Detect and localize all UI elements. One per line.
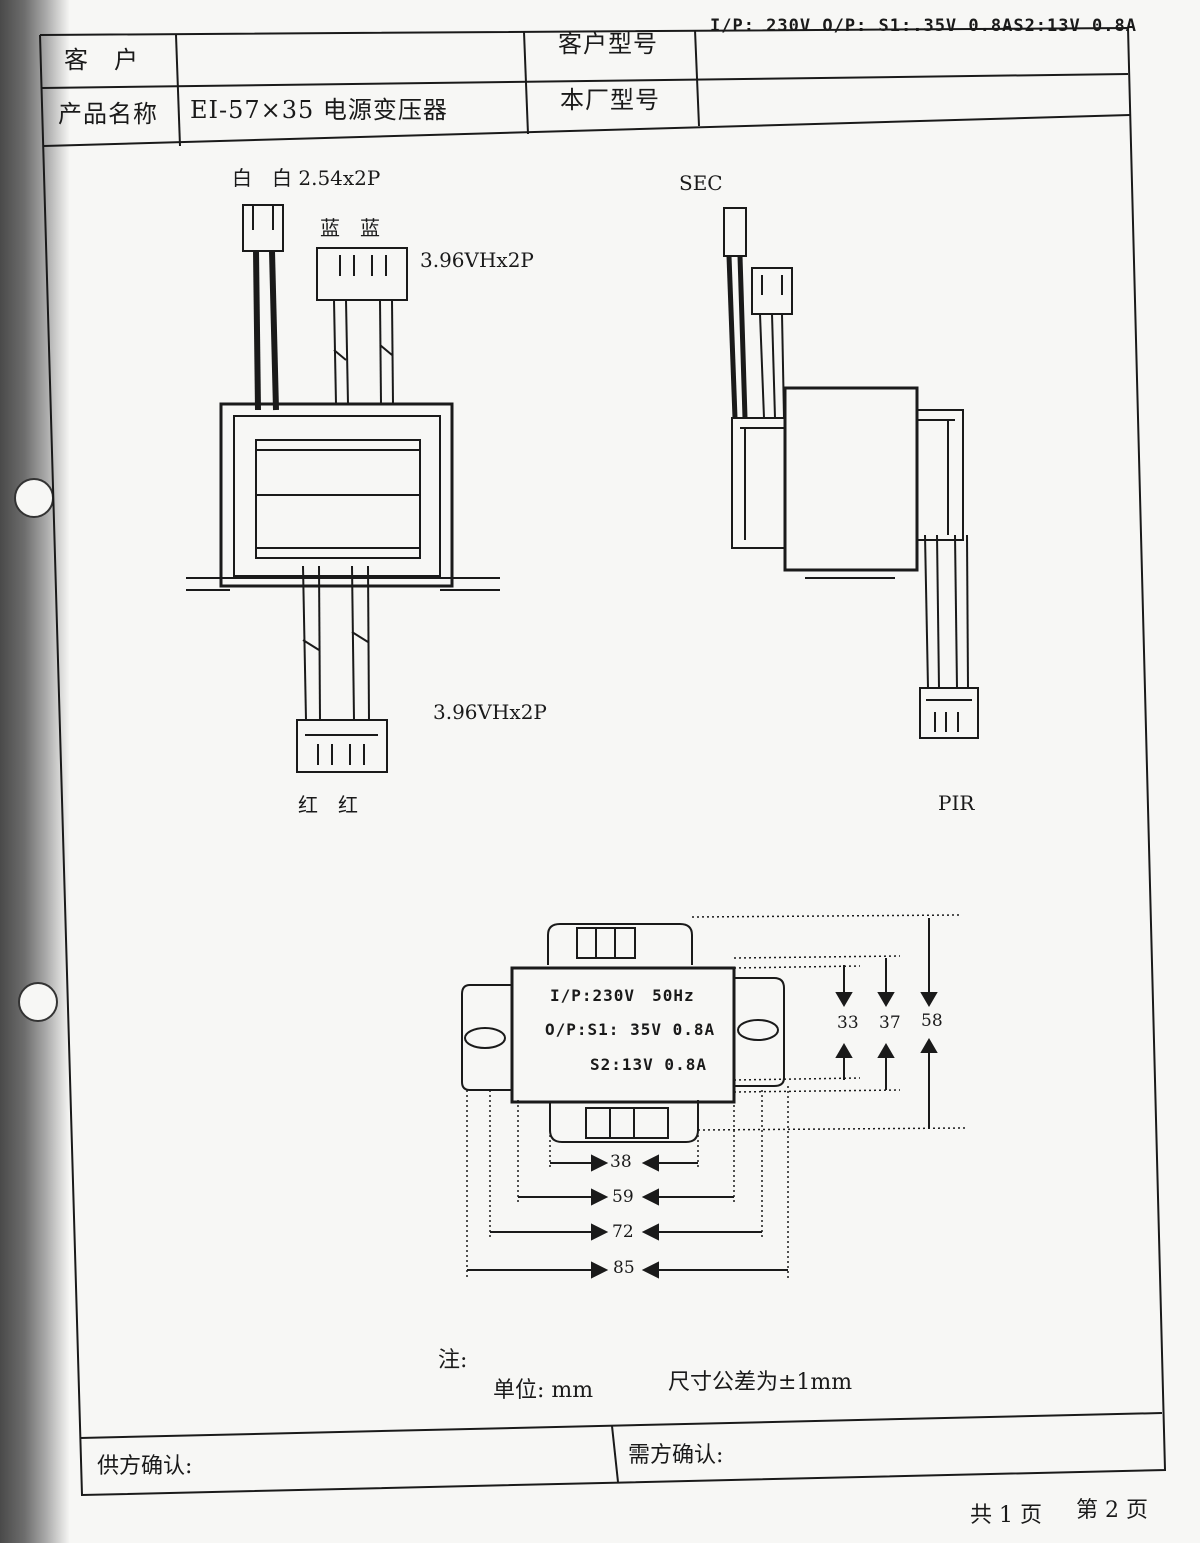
factory-model-label: 本厂型号 [560,86,660,114]
product-name-value: EI-57×35 电源变压器 [190,96,448,124]
pir-label: PIR [938,791,975,815]
top-view-drawing [461,923,785,1143]
dim-horizontal-72: 72 [612,1222,634,1242]
connector-sec [723,207,747,257]
supplier-confirm-label: 供方确认: [97,1454,193,1479]
dimension-arrows [467,918,938,1279]
product-name-label: 产品名称 [58,100,158,128]
customer-label: 客 户 [64,46,139,74]
nameplate-line-3: S2:13V 0.8A [590,1055,707,1074]
dim-v-arrow-top-2 [920,992,938,1007]
dim-horizontal-59: 59 [612,1187,634,1207]
buyer-confirm-label: 需方确认: [628,1443,724,1468]
punch-hole-bottom [18,982,58,1022]
mid-wire-colors-label: 蓝 蓝 [320,216,380,240]
header-table [41,29,1131,147]
connector-396-top [316,247,408,301]
punch-hole-top [14,478,54,518]
mid-connector-label: 3.96VHx2P [420,248,534,272]
connector-pir [919,687,979,739]
connector-396-bottom [296,719,388,773]
side-core [783,386,919,572]
dim-h-arrow-right-0 [641,1154,659,1172]
dim-v-arrow-top-1 [877,992,895,1007]
notes-title: 注: [438,1348,468,1373]
customer-model-label: 客户型号 [558,30,658,58]
sec-label: SEC [679,171,723,195]
footer-table [79,1412,1163,1483]
transformer-core [219,402,454,588]
side-view-drawing [723,207,979,739]
scan-shadow [0,0,70,1543]
page-number: 第 2 页 [1076,1498,1148,1523]
bottom-connector-label: 3.96VHx2P [433,700,547,724]
bottom-wire-colors-label: 红 红 [298,793,358,817]
page-count: 共 1 页 [970,1503,1042,1528]
connector-254-2p [242,204,284,252]
top-connector-label: 白 白 2.54x2P [232,166,381,190]
spec-line: I/P: 230V O/P: S1:.35V 0.8AS2:13V 0.8A [710,16,1137,36]
front-view-drawing [186,204,500,773]
dim-h-arrow-left-3 [591,1261,609,1279]
dim-h-arrow-left-0 [591,1154,609,1172]
dim-vertical-58: 58 [921,1011,943,1031]
notes-unit: 单位: mm [493,1378,594,1403]
notes-tolerance: 尺寸公差为±1mm [668,1370,853,1395]
page-frame [39,26,1167,1497]
dim-h-arrow-right-1 [641,1188,659,1206]
dim-vertical-33: 33 [837,1013,859,1033]
dimension-leaders [466,914,966,1278]
dim-vertical-37: 37 [879,1013,901,1033]
nameplate-line-2: O/P:S1: 35V 0.8A [545,1020,716,1039]
dim-v-arrow-top-0 [835,992,853,1007]
dim-h-arrow-right-2 [641,1223,659,1241]
dim-h-arrow-right-3 [641,1261,659,1279]
dim-h-arrow-left-1 [591,1188,609,1206]
nameplate-line-1: I/P:230V 50Hz [550,986,695,1005]
dim-horizontal-85: 85 [613,1258,635,1278]
dim-h-arrow-left-2 [591,1223,609,1241]
nameplate-body [510,966,736,1104]
dim-horizontal-38: 38 [610,1152,632,1172]
